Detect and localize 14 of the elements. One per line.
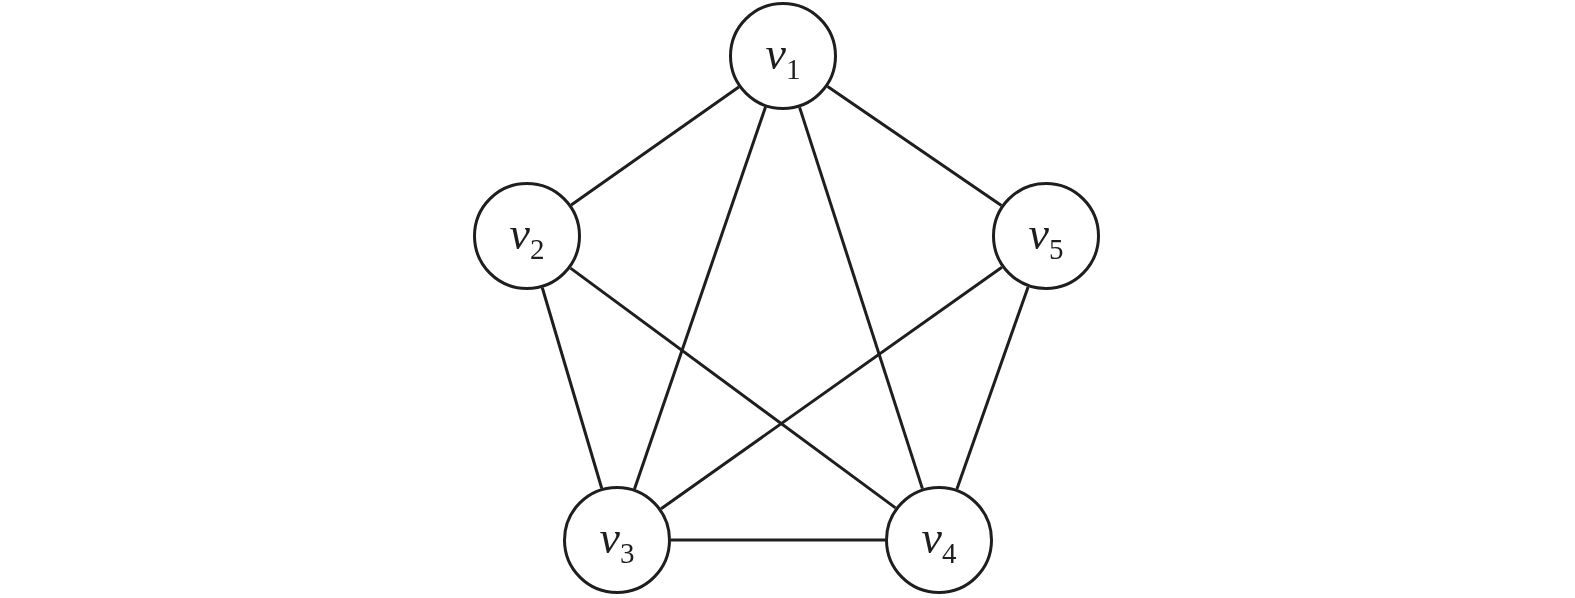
edge-line (570, 85, 740, 207)
vertex-label: v$_{4}$ (921, 515, 957, 561)
edge-line (826, 85, 1003, 207)
edge-line (569, 266, 897, 510)
vertex-label: v$_{5}$ (1028, 211, 1064, 257)
vertex-label: v$_{2}$ (509, 211, 545, 257)
vertex-label: v$_{3}$ (599, 515, 635, 561)
vertex-label: v$_{1}$ (765, 31, 801, 77)
edge-line (660, 265, 1003, 511)
edge-line (798, 106, 924, 490)
edge-line (540, 287, 604, 489)
edge-line (671, 538, 885, 542)
edge-line (955, 286, 1030, 490)
edge-line (633, 106, 767, 490)
